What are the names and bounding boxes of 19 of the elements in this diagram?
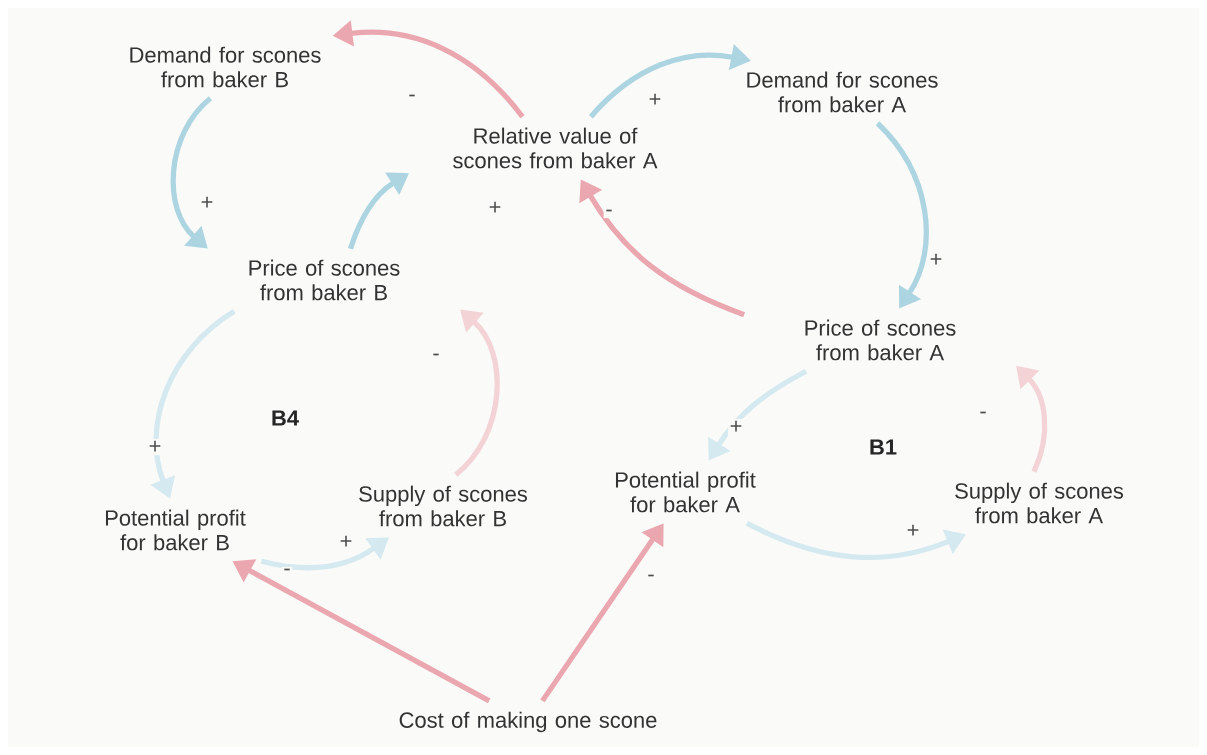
variable-name: Cost of making one scone [399,711,657,733]
edge-label: - [977,409,989,421]
variable-name: Supply of scones from baker A [955,482,1124,524]
loop-label: B4 [272,410,299,426]
edge-label: - [430,351,442,363]
variable-name: Demand for scones from baker A [747,71,938,113]
variable-name: Price of scones from baker A [805,319,956,361]
edge-label: - [603,207,615,219]
variable-name: Potential profit for baker B [105,509,246,551]
arrow [170,96,213,249]
variable-name: Relative value of scones from baker A [453,127,658,169]
variable-name: Potential profit for baker A [616,471,756,513]
edge-label: - [281,566,293,578]
loop-label: B1 [870,439,897,455]
variable-name: Price of scones from baker B [249,259,400,301]
variable-name: Supply of scones from baker B [359,485,528,527]
edge-label: - [406,92,418,104]
edge-label: - [645,572,657,584]
variable-name: Demand for scones from baker B [130,46,321,88]
